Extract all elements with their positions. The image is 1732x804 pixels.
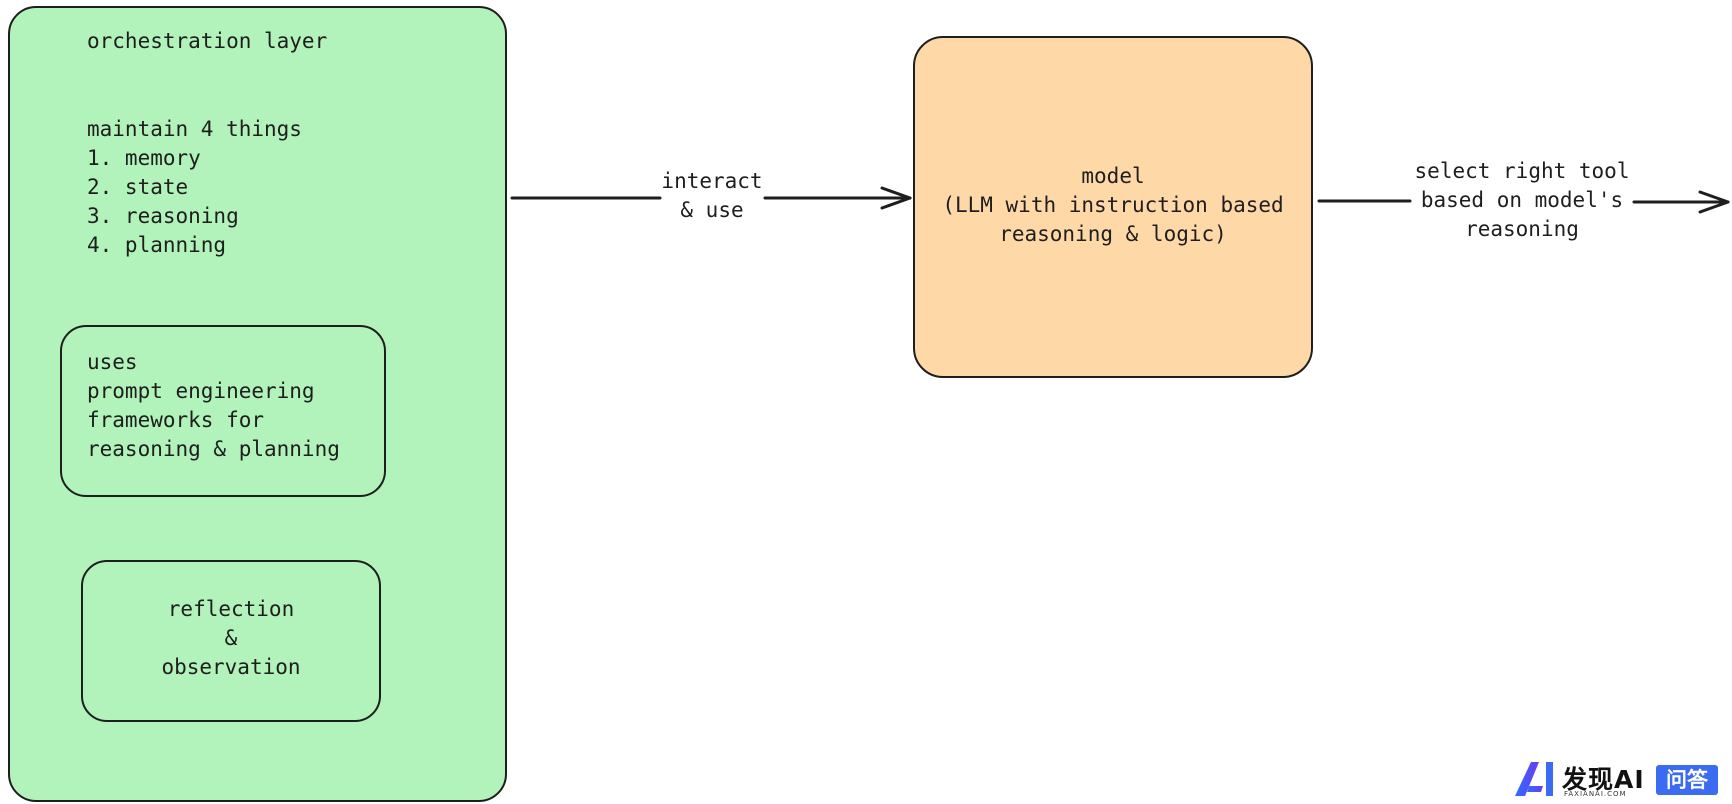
uses-box — [60, 325, 386, 497]
maintain-item-memory: 1. memory — [87, 146, 201, 170]
model-box — [913, 36, 1313, 378]
maintain-item-reasoning: 3. reasoning — [87, 204, 239, 228]
uses-line-1: uses — [87, 350, 138, 374]
orchestration-layer-box — [8, 6, 507, 802]
reflection-line-1: reflection — [167, 597, 295, 621]
arrow-select-label-line-2: based on model's — [1420, 188, 1624, 212]
model-line-1: model — [1081, 164, 1145, 188]
model-line-3: reasoning & logic) — [999, 222, 1227, 246]
arrow-interact-label-line-2: & use — [680, 198, 744, 222]
uses-line-3: frameworks for — [87, 408, 265, 432]
watermark-badge: 问答 — [1656, 765, 1718, 795]
arrow-interact-head — [880, 186, 912, 210]
reflection-line-2: & — [224, 626, 238, 650]
watermark-brand: 发现AI — [1562, 765, 1645, 794]
uses-line-4: reasoning & planning — [87, 437, 340, 461]
arrow-select-label-line-1: select right tool — [1414, 159, 1630, 183]
uses-line-2: prompt engineering — [87, 379, 315, 403]
arrow-select-head — [1698, 190, 1730, 214]
watermark-logo-icon — [1515, 762, 1553, 796]
maintain-item-state: 2. state — [87, 175, 189, 199]
maintain-heading: maintain 4 things — [87, 117, 302, 141]
maintain-item-planning: 4. planning — [87, 233, 227, 257]
reflection-line-3: observation — [161, 655, 301, 679]
watermark-sub: FAXIANAI.COM — [1564, 790, 1627, 798]
model-line-2: (LLM with instruction based — [942, 193, 1284, 217]
arrow-interact-label-line-1: interact — [661, 169, 763, 193]
arrow-select-label-line-3: reasoning — [1465, 217, 1579, 241]
reflection-box — [81, 560, 381, 722]
orchestration-title: orchestration layer — [87, 29, 328, 53]
